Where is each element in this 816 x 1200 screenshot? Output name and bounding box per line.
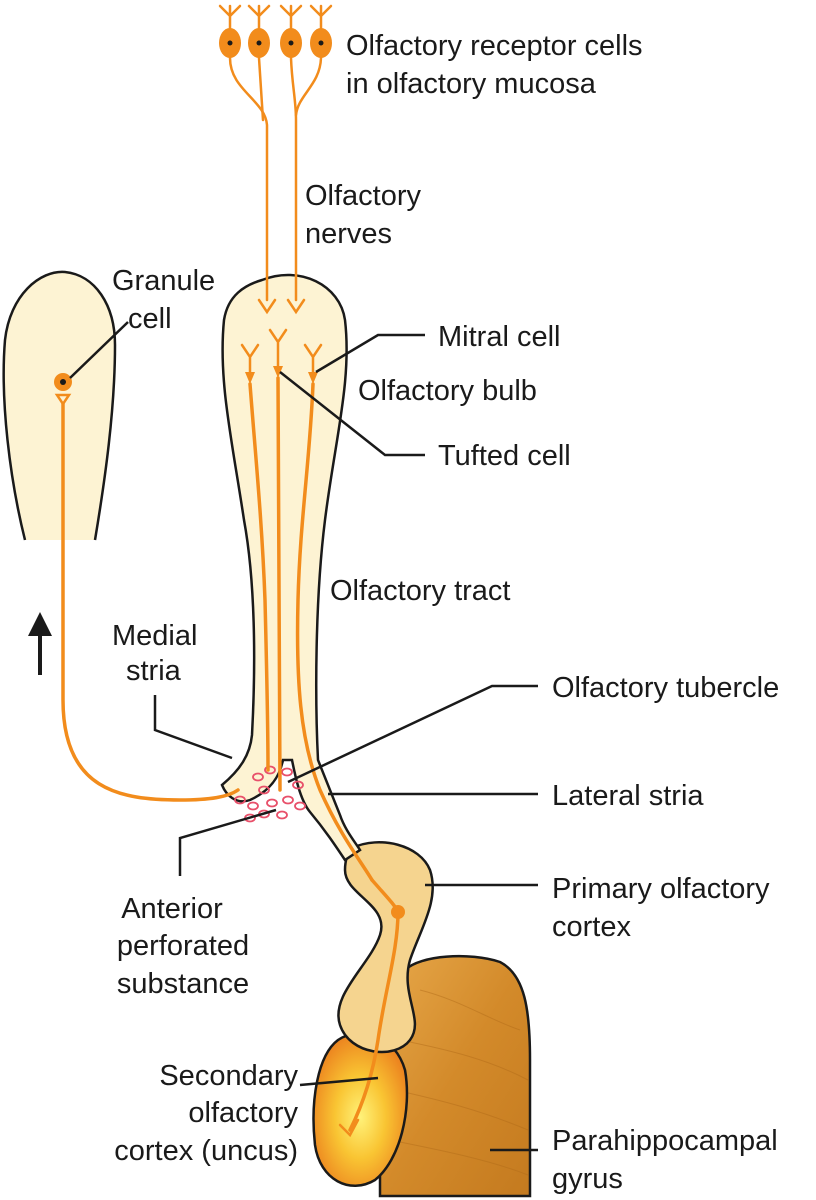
tufted-cell-soma	[273, 366, 283, 378]
receptor-cell-1	[218, 4, 242, 58]
olfactory-nerve-fibers	[228, 56, 323, 315]
label-parahippocampal-line2: gyrus	[552, 1163, 623, 1195]
receptor-cell-3	[279, 4, 303, 58]
label-olfactory-tract: Olfactory tract	[330, 575, 511, 607]
bulb-neurons	[240, 328, 374, 882]
receptor-cells	[218, 4, 333, 58]
label-medial-line1: Medial	[112, 620, 197, 652]
label-lateral-stria: Lateral stria	[552, 780, 704, 812]
label-secondary-line1: Secondary	[159, 1060, 298, 1092]
anterior-perforated-dots	[234, 765, 306, 823]
label-granule-line2: cell	[128, 303, 172, 335]
label-receptor-cells-line2: in olfactory mucosa	[346, 68, 597, 100]
lateral-stria-fiber	[338, 878, 405, 1138]
granule-cell	[54, 373, 240, 802]
receptor-cell-2	[247, 4, 271, 58]
label-secondary-line2: olfactory	[188, 1097, 298, 1129]
up-arrow-icon	[28, 612, 52, 675]
label-receptor-cells-line1: Olfactory receptor cells	[346, 30, 643, 62]
leader-lines	[69, 321, 538, 1152]
label-tufted-cell: Tufted cell	[438, 440, 571, 472]
primary-cortex-shape	[337, 841, 434, 1054]
receptor-cell-4	[309, 4, 333, 58]
label-primary-line2: cortex	[552, 911, 631, 943]
granule-lobe-shape	[2, 270, 117, 541]
label-secondary-line3: cortex (uncus)	[114, 1135, 298, 1167]
label-mitral-cell: Mitral cell	[438, 321, 560, 353]
mitral-cell-soma	[308, 372, 318, 384]
label-anterior-line3: substance	[117, 968, 249, 1000]
label-primary-line1: Primary olfactory	[552, 873, 770, 905]
label-nerves-line2: nerves	[305, 218, 392, 250]
label-nerves-line1: Olfactory	[305, 180, 422, 212]
label-medial-line2: stria	[126, 655, 182, 687]
gyrus-wood-grain	[389, 989, 529, 1176]
label-anterior-line1: Anterior	[121, 893, 223, 925]
labels: Olfactory receptor cells in olfactory mu…	[112, 30, 779, 1195]
label-olfactory-tubercle: Olfactory tubercle	[552, 672, 779, 704]
label-olfactory-bulb: Olfactory bulb	[358, 375, 537, 407]
label-granule-line1: Granule	[112, 265, 215, 297]
label-parahippocampal-line1: Parahippocampal	[552, 1125, 778, 1157]
label-anterior-line2: perforated	[117, 930, 249, 962]
olfactory-bulb-tract-shape	[220, 273, 362, 862]
